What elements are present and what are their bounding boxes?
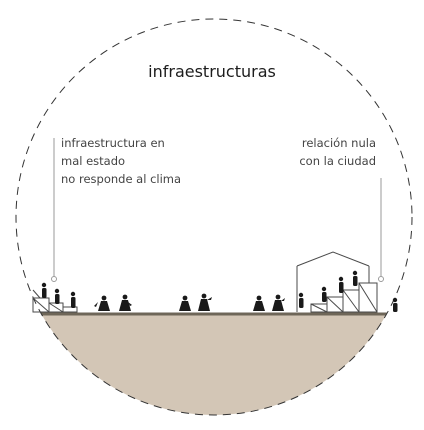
left-annotation: infraestructura en mal estado no respond… (61, 134, 181, 188)
right-leader-line (378, 178, 384, 282)
person-figure (298, 292, 304, 308)
dancer-figure (253, 295, 265, 311)
right-annotation-line: con la ciudad (299, 154, 376, 168)
person-figure (41, 282, 47, 298)
dashed-circle-boundary (15, 18, 413, 416)
left-annotation-line: mal estado (61, 154, 126, 168)
person-figure (392, 297, 398, 312)
person-figure (321, 286, 327, 302)
person-figure (352, 270, 358, 286)
left-leader-line (51, 138, 57, 282)
person-figure (54, 288, 60, 304)
right-annotation: relación nula con la ciudad (299, 134, 376, 170)
dancer-figure (272, 294, 285, 311)
person-figure (70, 291, 76, 308)
dancer-figure (198, 293, 212, 311)
dancer-figure (179, 295, 191, 311)
dancer-figure (94, 295, 110, 311)
dancer-figure (119, 294, 132, 311)
right-shelter-structure (296, 251, 378, 313)
ground-section (16, 312, 412, 415)
left-annotation-line: infraestructura en (61, 136, 165, 150)
people-figures (41, 270, 398, 312)
left-annotation-line: no responde al clima (61, 172, 182, 186)
left-bleacher-structure (32, 289, 78, 313)
diagram-title: infraestructuras (148, 62, 276, 81)
person-figure (338, 276, 344, 293)
right-annotation-line: relación nula (301, 136, 376, 150)
